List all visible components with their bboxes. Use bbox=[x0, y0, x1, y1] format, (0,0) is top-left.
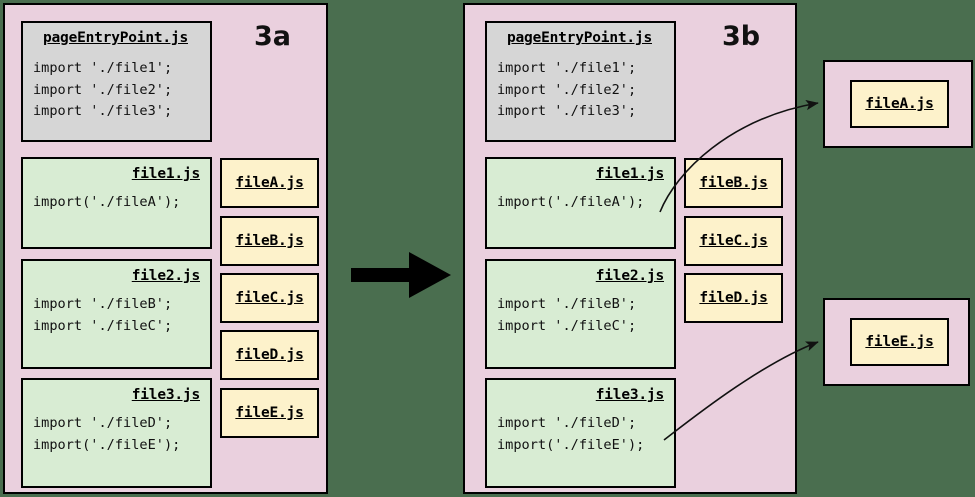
module-code-file2-b: import './fileB'; import './fileC'; bbox=[497, 296, 637, 334]
module-box-file3-b: file3.js import './fileD'; import('./fil… bbox=[485, 378, 676, 488]
chunk-box-fileC-b: fileC.js bbox=[684, 216, 783, 266]
chunk-box-fileD-b: fileD.js bbox=[684, 273, 783, 323]
entry-point-title-b: pageEntryPoint.js bbox=[506, 30, 652, 46]
module-code-file1-a: import('./fileA'); bbox=[33, 194, 181, 210]
module-box-file1-a: file1.js import('./fileA'); bbox=[21, 157, 212, 249]
module-box-file2-a: file2.js import './fileB'; import './fil… bbox=[21, 259, 212, 369]
chunk-title-fileB-a: fileB.js bbox=[235, 232, 304, 249]
module-title-file1-b: file1.js bbox=[595, 166, 664, 182]
chunk-box-fileB-b: fileB.js bbox=[684, 158, 783, 208]
module-title-file1-a: file1.js bbox=[131, 166, 200, 182]
chunk-box-fileA-a: fileA.js bbox=[220, 158, 319, 208]
chunk-title-fileE-external: fileE.js bbox=[865, 333, 934, 350]
panel-a-label: 3a bbox=[254, 21, 292, 52]
chunk-title-fileB-b: fileB.js bbox=[699, 174, 768, 191]
chunk-box-fileE-a: fileE.js bbox=[220, 388, 319, 438]
module-code-file3-b: import './fileD'; import('./fileE'); bbox=[497, 415, 645, 453]
chunk-box-fileE-external: fileE.js bbox=[850, 318, 949, 366]
panel-before: 3a pageEntryPoint.js import './file1'; i… bbox=[3, 3, 328, 494]
entry-point-box-a: pageEntryPoint.js import './file1'; impo… bbox=[21, 21, 212, 142]
module-box-file1-b: file1.js import('./fileA'); bbox=[485, 157, 676, 249]
panel-b-label: 3b bbox=[722, 21, 761, 52]
transition-arrow-icon bbox=[351, 252, 451, 298]
entry-point-box-b: pageEntryPoint.js import './file1'; impo… bbox=[485, 21, 676, 142]
external-panel-fileA: fileA.js bbox=[823, 60, 973, 148]
module-code-file2-a: import './fileB'; import './fileC'; bbox=[33, 296, 173, 334]
chunk-title-fileC-a: fileC.js bbox=[235, 289, 304, 306]
chunk-box-fileC-a: fileC.js bbox=[220, 273, 319, 323]
module-title-file3-a: file3.js bbox=[131, 387, 200, 403]
chunk-title-fileC-b: fileC.js bbox=[699, 232, 768, 249]
module-box-file3-a: file3.js import './fileD'; import('./fil… bbox=[21, 378, 212, 488]
entry-point-code-b: import './file1'; import './file2'; impo… bbox=[497, 60, 637, 119]
entry-point-code-a: import './file1'; import './file2'; impo… bbox=[33, 60, 173, 119]
chunk-title-fileA-external: fileA.js bbox=[865, 95, 934, 112]
chunk-title-fileD-b: fileD.js bbox=[699, 289, 768, 306]
chunk-title-fileD-a: fileD.js bbox=[235, 346, 304, 363]
panel-after: 3b pageEntryPoint.js import './file1'; i… bbox=[463, 3, 797, 494]
module-title-file2-a: file2.js bbox=[131, 268, 200, 284]
chunk-title-fileA-a: fileA.js bbox=[235, 174, 304, 191]
entry-point-title-a: pageEntryPoint.js bbox=[42, 30, 188, 46]
external-panel-fileE: fileE.js bbox=[823, 298, 970, 386]
module-code-file3-a: import './fileD'; import('./fileE'); bbox=[33, 415, 181, 453]
module-box-file2-b: file2.js import './fileB'; import './fil… bbox=[485, 259, 676, 369]
chunk-box-fileB-a: fileB.js bbox=[220, 216, 319, 266]
module-title-file2-b: file2.js bbox=[595, 268, 664, 284]
module-title-file3-b: file3.js bbox=[595, 387, 664, 403]
chunk-box-fileA-external: fileA.js bbox=[850, 80, 949, 128]
chunk-box-fileD-a: fileD.js bbox=[220, 330, 319, 380]
chunk-title-fileE-a: fileE.js bbox=[235, 404, 304, 421]
module-code-file1-b: import('./fileA'); bbox=[497, 194, 645, 210]
